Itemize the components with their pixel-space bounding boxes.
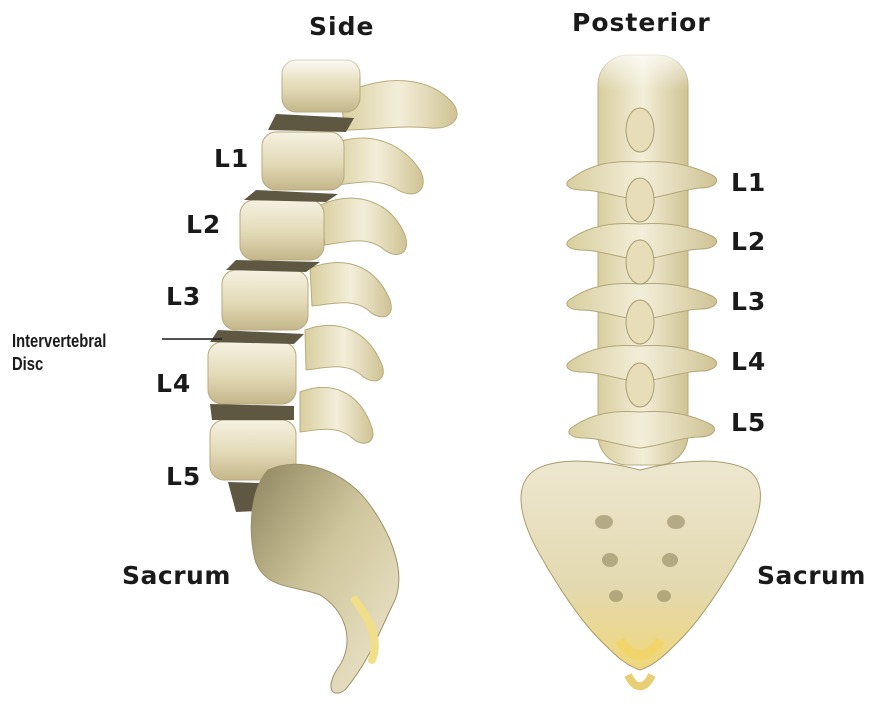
side-label-l1: L1 — [214, 146, 249, 171]
posterior-label-sacrum: Sacrum — [757, 563, 866, 588]
side-view-spine — [162, 40, 480, 693]
side-label-l3: L3 — [166, 284, 201, 309]
posterior-label-l2: L2 — [731, 229, 766, 254]
disc-label: Intervertebral Disc — [12, 330, 106, 375]
disc-label-line2: Disc — [12, 353, 106, 376]
posterior-label-l4: L4 — [731, 349, 766, 374]
side-label-l4: L4 — [156, 371, 191, 396]
side-label-l5: L5 — [166, 464, 201, 489]
posterior-view-title: Posterior — [572, 10, 711, 35]
side-sacrum — [251, 464, 399, 693]
posterior-label-l3: L3 — [731, 289, 766, 314]
side-label-l2: L2 — [186, 212, 221, 237]
disc-label-line1: Intervertebral — [12, 330, 106, 353]
posterior-label-l5: L5 — [731, 410, 766, 435]
side-label-sacrum: Sacrum — [122, 563, 231, 588]
posterior-label-l1: L1 — [731, 170, 766, 195]
posterior-sacrum — [521, 461, 760, 686]
posterior-view-spine — [521, 40, 760, 686]
side-view-title: Side — [309, 14, 374, 39]
